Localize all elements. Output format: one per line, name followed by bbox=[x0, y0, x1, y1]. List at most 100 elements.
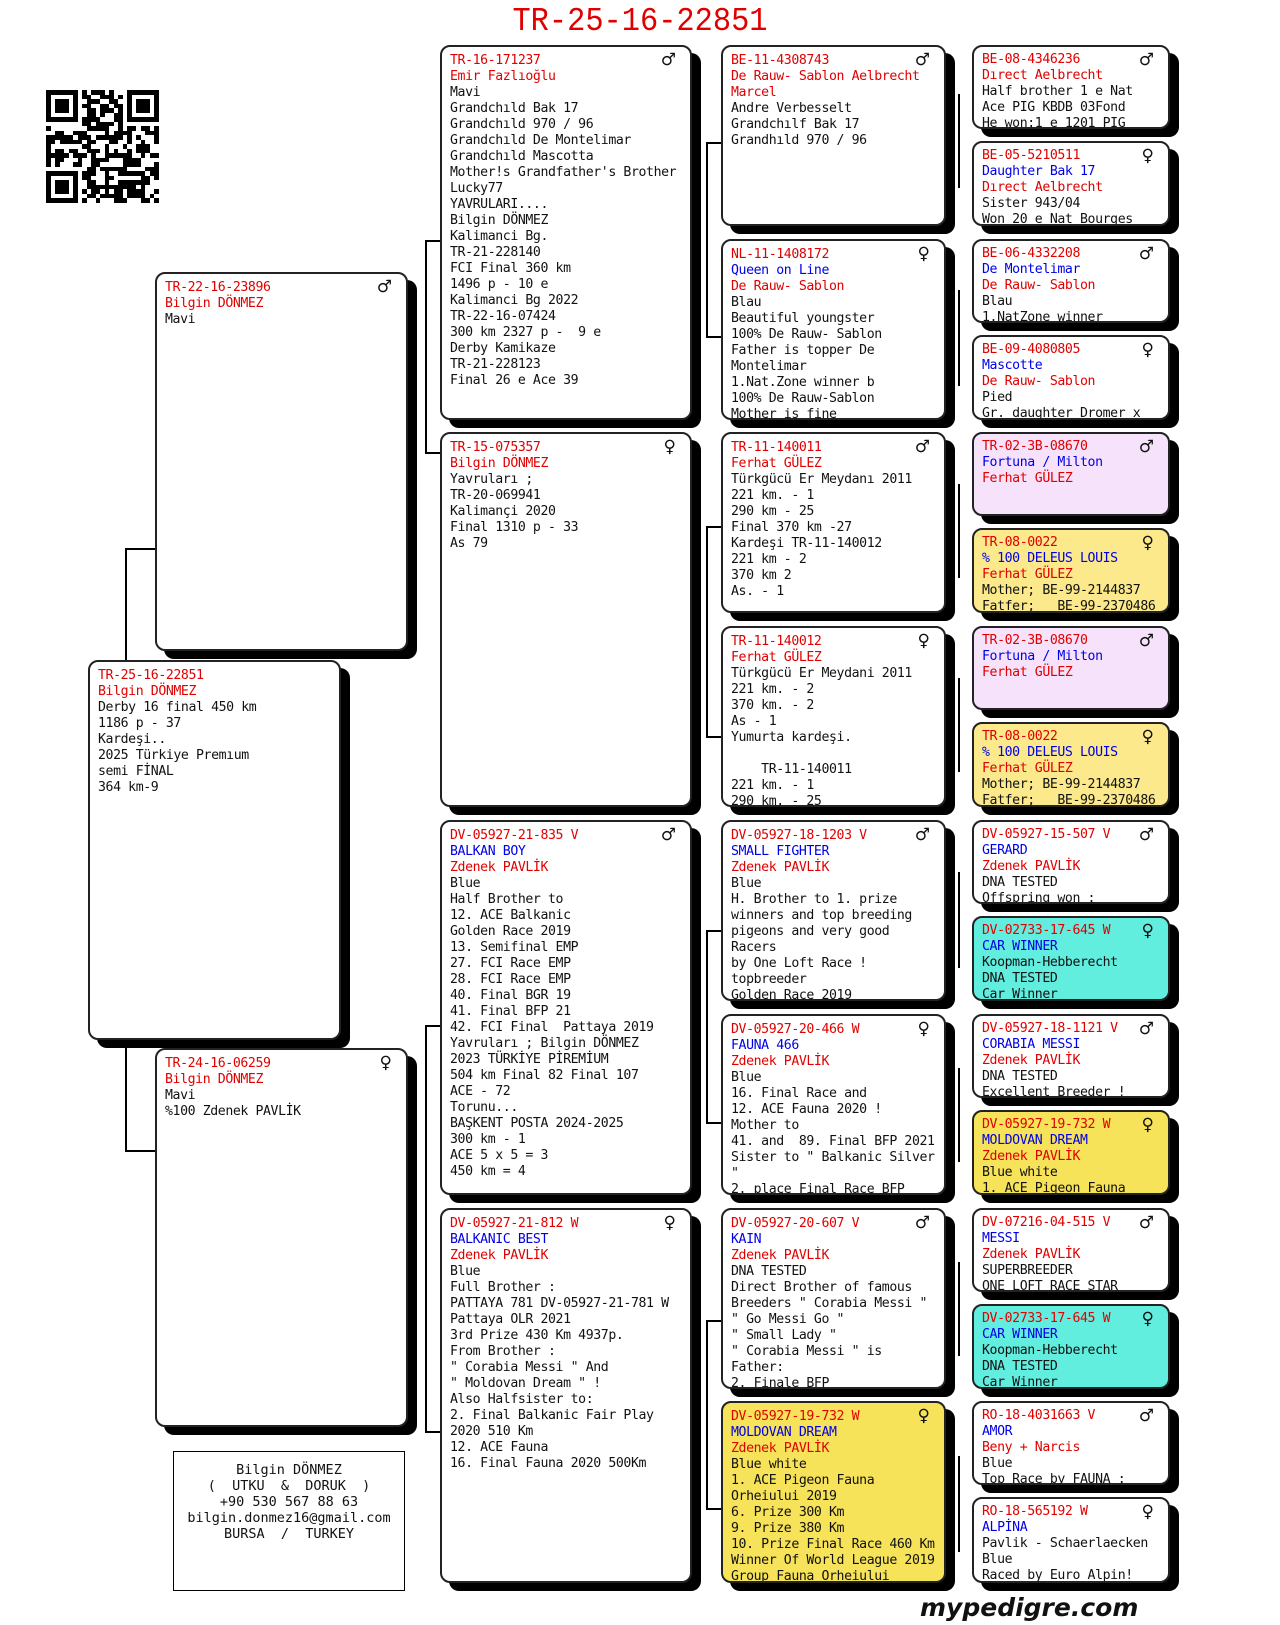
female-icon: ♀ bbox=[663, 1213, 676, 1233]
card-line: 221 km. - 2 bbox=[731, 682, 814, 697]
card-line: H. Brother to 1. prize bbox=[731, 892, 897, 907]
connector-line bbox=[425, 452, 440, 454]
card-line: Fortuna / Milton bbox=[982, 455, 1103, 470]
card-line: Golden Race 2019 bbox=[731, 988, 852, 1001]
card-line: Bilgin DÖNMEZ bbox=[450, 456, 549, 471]
card-line: Sister to " Balkanic Silver bbox=[731, 1150, 935, 1165]
card-line: Mavi bbox=[450, 85, 481, 100]
female-icon: ♀ bbox=[1141, 340, 1154, 360]
connector-line bbox=[425, 240, 440, 242]
ring-number: TR-02-3B-08670 bbox=[982, 439, 1088, 454]
card-line: Car Winner bbox=[982, 1375, 1058, 1389]
connector-line bbox=[958, 484, 960, 578]
female-icon: ♀ bbox=[917, 1019, 930, 1039]
card-line: 16. Final Fauna 2020 500Km bbox=[450, 1456, 647, 1471]
card-line: Ferhat GÜLEZ bbox=[982, 761, 1073, 776]
card-line: Blue bbox=[731, 1070, 762, 1085]
qr-code-icon[interactable] bbox=[46, 90, 160, 203]
connector-line bbox=[706, 526, 708, 738]
card-line: 1.NatZone winner bbox=[982, 310, 1103, 323]
card-line: Ferhat GÜLEZ bbox=[982, 471, 1073, 486]
card-line: 450 km = 4 bbox=[450, 1164, 526, 1179]
card-line: Ferhat GÜLEZ bbox=[982, 567, 1073, 582]
ring-number: TR-24-16-06259 bbox=[165, 1056, 271, 1071]
card-line: YAVRULARI.... bbox=[450, 197, 549, 212]
card-line: Koopman-Hebberecht bbox=[982, 1343, 1118, 1358]
card-line: Excellent Breeder ! bbox=[982, 1085, 1126, 1098]
card-line: 300 km 2327 p - 9 e bbox=[450, 325, 601, 340]
connector-line bbox=[958, 1456, 960, 1552]
card-line: Kalimanci Bg. bbox=[450, 229, 549, 244]
card-line: % 100 DELEUS LOUIS bbox=[982, 551, 1118, 566]
card-line: 2. place Final Race BFP bbox=[731, 1182, 905, 1195]
card-line: De Rauw- Sablon Aelbrecht bbox=[731, 69, 920, 84]
card-line: Zdenek PAVLİK bbox=[982, 1247, 1081, 1262]
card-line: 300 km - 1 bbox=[450, 1132, 526, 1147]
card-line: Blue bbox=[731, 876, 762, 891]
card-line: Lucky77 bbox=[450, 181, 503, 196]
card-line: Zdenek PAVLİK bbox=[731, 860, 830, 875]
card-line: " Moldovan Dream " ! bbox=[450, 1376, 601, 1391]
card-line: MESSI bbox=[982, 1231, 1020, 1246]
card-line: 12. ACE Fauna bbox=[450, 1440, 549, 1455]
card-line: " bbox=[731, 1166, 739, 1181]
card-line: De Rauw- Sablon bbox=[982, 374, 1096, 389]
card-line: BALKAN BOY bbox=[450, 844, 526, 859]
card-line: Zdenek PAVLİK bbox=[982, 859, 1081, 874]
pedigree-title: TR-25-16-22851 bbox=[512, 3, 768, 40]
card-line: DNA TESTED bbox=[731, 1264, 807, 1279]
card-line bbox=[731, 746, 936, 762]
contact-email[interactable]: bilgin.donmez16@gmail.com bbox=[187, 1510, 391, 1526]
footer-brand[interactable]: mypedigre.com bbox=[920, 1593, 1139, 1622]
card-line: 9. Prize 380 Km bbox=[731, 1521, 845, 1536]
card-line: 221 km - 2 bbox=[731, 552, 807, 567]
male-icon: ♂ bbox=[914, 437, 930, 457]
card-line: Mother!s Grandfather's Brother bbox=[450, 165, 677, 180]
card-line: Ferhat GÜLEZ bbox=[731, 456, 822, 471]
card-line: Zdenek PAVLİK bbox=[731, 1248, 830, 1263]
connector-line bbox=[706, 142, 721, 144]
card-line: Marcel bbox=[731, 85, 777, 100]
female-icon: ♀ bbox=[1141, 727, 1154, 747]
card-line: Racers bbox=[731, 940, 777, 955]
card-line: 2023 TÜRKİYE PİREMİUM bbox=[450, 1052, 609, 1067]
ring-number: DV-05927-19-732 W bbox=[982, 1117, 1111, 1132]
contact-line: Bilgin DÖNMEZ bbox=[236, 1462, 342, 1478]
card-line: Grandchılf Bak 17 bbox=[731, 117, 860, 132]
card-line: 100% De Rauw- Sablon bbox=[731, 327, 882, 342]
card-line: Mavi bbox=[165, 312, 196, 327]
card-line: " Corabia Messi " And bbox=[450, 1360, 609, 1375]
card-line: 2. Final Balkanic Fair Play bbox=[450, 1408, 654, 1423]
